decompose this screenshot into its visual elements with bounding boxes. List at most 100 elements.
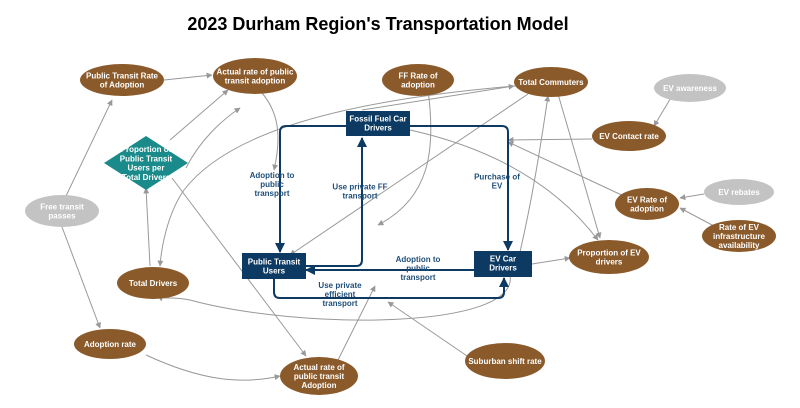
var-proportion-ev-drivers-label-line: Proportion of EV [577,248,641,257]
link-adoption-rate-to-actual-rate-bottom [145,354,281,381]
var-adoption-rate-label-line: Adoption rate [84,340,137,349]
link-ev-drivers-to-total-drivers [157,274,511,321]
stock-public-transit-users-label-line: Public Transit [248,257,301,266]
link-ev-awareness-to-contact-rate [653,95,673,127]
stock-ev-car-drivers-label-line: EV Car [490,254,516,263]
var-actual-rate-public-transit-adoption-top [213,58,297,94]
var-total-drivers [117,267,189,299]
var-proportion-ev-drivers-label-line: drivers [596,258,623,267]
flow-label-use-private-efficient-transport-line: Use private [318,281,362,290]
flow-pt-to-ev [273,277,509,299]
var-proportion-public-transit-label-line: Users per [128,164,165,173]
link-suburban-to-flow [387,301,471,359]
flow-label-use-private-ff-transport-line: transport [342,192,377,201]
causal-links [61,72,715,381]
var-ev-awareness-label-line: EV awareness [663,84,717,93]
link-ev-drivers-to-total-commuters [519,95,551,253]
flow-label-adoption-to-public-transport-left-line: public [260,180,284,189]
stock-public-transit-users [242,253,306,279]
var-free-transit-passes [25,195,99,227]
var-free-transit-passes-label-line: Free transit [40,202,84,211]
var-ff-rate-of-adoption-label-line: FF Rate of [398,71,437,80]
var-actual-rate-public-transit-adoption-bottom-label-line: Adoption [301,381,336,390]
var-actual-rate-public-transit-adoption-top-label-line: transit adoption [225,77,286,86]
var-suburban-shift-rate-label-line: Suburban shift rate [468,357,542,366]
var-public-transit-rate-of-adoption-label-line: of Adoption [100,81,145,90]
stock-flows [273,125,513,299]
var-ff-rate-of-adoption [382,64,454,96]
var-free-transit-passes-label-line: passes [48,212,76,221]
link-proportion-to-total-drivers-loop [185,107,241,169]
link-total-commuters-to-proportion-ev [557,93,602,239]
var-rate-ev-infrastructure-label-line: Rate of EV [719,223,760,232]
flow-label-adoption-to-public-transport-left-line: transport [254,189,289,198]
var-ev-rebates-label: EV rebates [718,188,760,197]
var-public-transit-rate-of-adoption [80,64,164,96]
var-ev-rate-of-adoption [615,188,679,220]
flow-label-use-private-efficient-transport-line: efficient [325,290,356,299]
flow-ff-to-pt [275,125,346,253]
var-ff-rate-of-adoption-label-line: adoption [401,81,435,90]
flow-label-adoption-to-public-transport-right-line: public [406,264,430,273]
var-total-commuters-label-line: Total Commuters [518,78,584,87]
var-actual-rate-public-transit-adoption-bottom [280,357,358,395]
stock-fossil-fuel-car-drivers [346,111,410,136]
link-free-transit-to-pt-rate [65,99,113,197]
var-actual-rate-public-transit-adoption-top-label-line: Actual rate of public [217,67,294,76]
link-ev-drivers-to-proportion-ev [531,255,571,265]
stock-ev-car-drivers [474,251,532,277]
var-adoption-rate [74,329,146,359]
flow-label-use-private-efficient-transport-line: transport [322,299,357,308]
var-ev-contact-rate [592,121,666,151]
flow-ff-to-ev [406,125,513,251]
stock-fossil-fuel-car-drivers-label-line: Fossil Fuel Car [349,114,406,123]
flow-label-adoption-to-public-transport-right-line: Adoption to [396,255,441,264]
var-ev-contact-rate-label-line: EV Contact rate [599,132,659,141]
link-ev-rate-to-purchase [507,141,629,199]
flow-label-use-private-ff-transport-line: Use private FF [332,182,387,191]
var-total-commuters-label: Total Commuters [518,78,584,87]
var-ev-rate-of-adoption-label-line: EV Rate of [627,195,667,204]
link-infrastructure-to-ev-rate [679,207,715,227]
var-proportion-public-transit-label-line: Proportion of [121,145,172,154]
stock-fossil-fuel-car-drivers-label-line: Drivers [364,124,392,133]
flow-label-adoption-to-public-transport-right-line: transport [400,273,435,282]
var-total-drivers-label-line: Total Drivers [129,279,178,288]
var-proportion-public-transit-label-line: Public Transit [120,154,173,163]
stock-ev-car-drivers-label-line: Drivers [489,264,517,273]
var-rate-ev-infrastructure-label-line: availability [719,241,760,250]
link-ff-rate-to-flow [377,89,432,226]
flow-label-purchase-of-ev-line: EV [492,182,503,191]
link-pt-rate-to-actual-rate [163,72,213,81]
link-contact-rate-to-purchase [507,136,593,143]
link-total-drivers-to-proportion [143,187,151,267]
var-ev-rebates [704,179,774,205]
var-proportion-public-transit-label-line: Total Drivers [122,173,171,182]
var-ev-contact-rate-label: EV Contact rate [599,132,659,141]
flow-label-adoption-to-public-transport-left-line: Adoption to [250,171,295,180]
link-total-commuters-to-total-drivers [157,85,516,267]
var-actual-rate-public-transit-adoption-bottom-label-line: public transit [294,372,345,381]
link-ff-drivers-to-proportion-ev [409,129,599,241]
var-suburban-shift-rate-label: Suburban shift rate [468,357,542,366]
link-ev-rebates-to-ev-rate [679,193,705,201]
